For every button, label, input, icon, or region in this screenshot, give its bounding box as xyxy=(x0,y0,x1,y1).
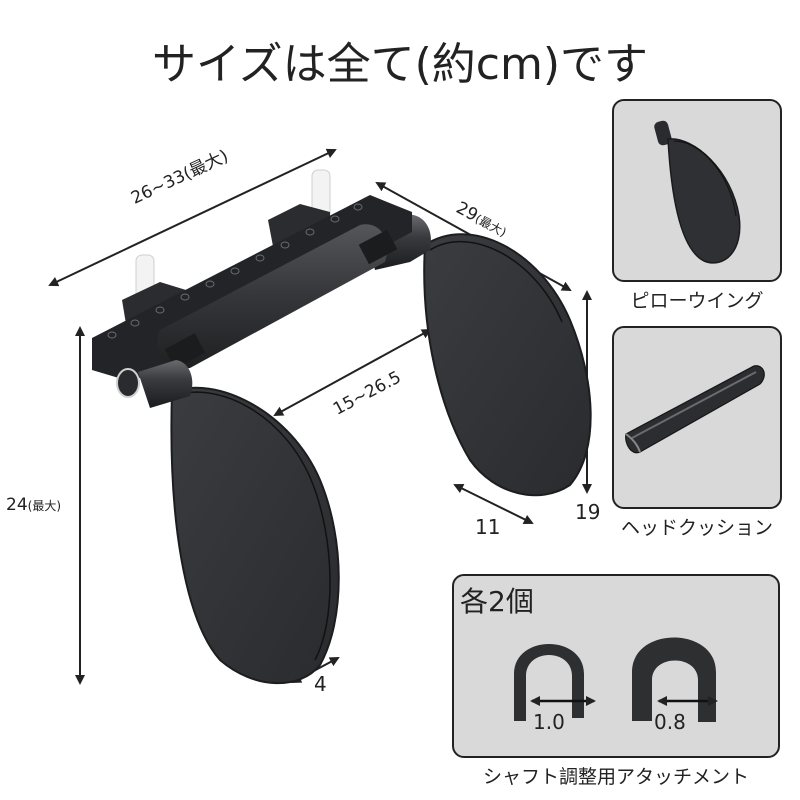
dim-label-wing-height: 19 xyxy=(575,500,601,524)
part-caption-head-cushion: ヘッドクッション xyxy=(620,517,773,539)
dim-label-thickness: 4 xyxy=(314,672,327,696)
dim-label-height: 24(最大) xyxy=(6,495,62,515)
head-cushion-icon xyxy=(625,365,765,454)
attachment-panel: 各2個 1.0 0.8 xyxy=(452,574,780,758)
attachment-icons xyxy=(514,637,718,722)
dim-arrow-wing-width xyxy=(453,484,534,524)
part-panel-head-cushion xyxy=(612,326,782,509)
attachment-count-label: 各2個 xyxy=(460,585,534,618)
dim-arrow-total-width xyxy=(48,148,337,287)
attachment-caption: シャフト調整用アタッチメント xyxy=(482,766,749,788)
part-panel-pillow-wing xyxy=(612,99,782,282)
pillow-wing-icon xyxy=(654,120,741,264)
attachment-size-1: 1.0 xyxy=(533,710,565,734)
dim-arrow-inner-width xyxy=(273,329,432,416)
attachment-size-2: 0.8 xyxy=(654,710,686,734)
part-caption-pillow-wing: ピローウイング xyxy=(630,290,764,312)
page-title: サイズは全て(約cm)です xyxy=(151,39,649,90)
dim-label-wing-width: 11 xyxy=(475,515,501,539)
